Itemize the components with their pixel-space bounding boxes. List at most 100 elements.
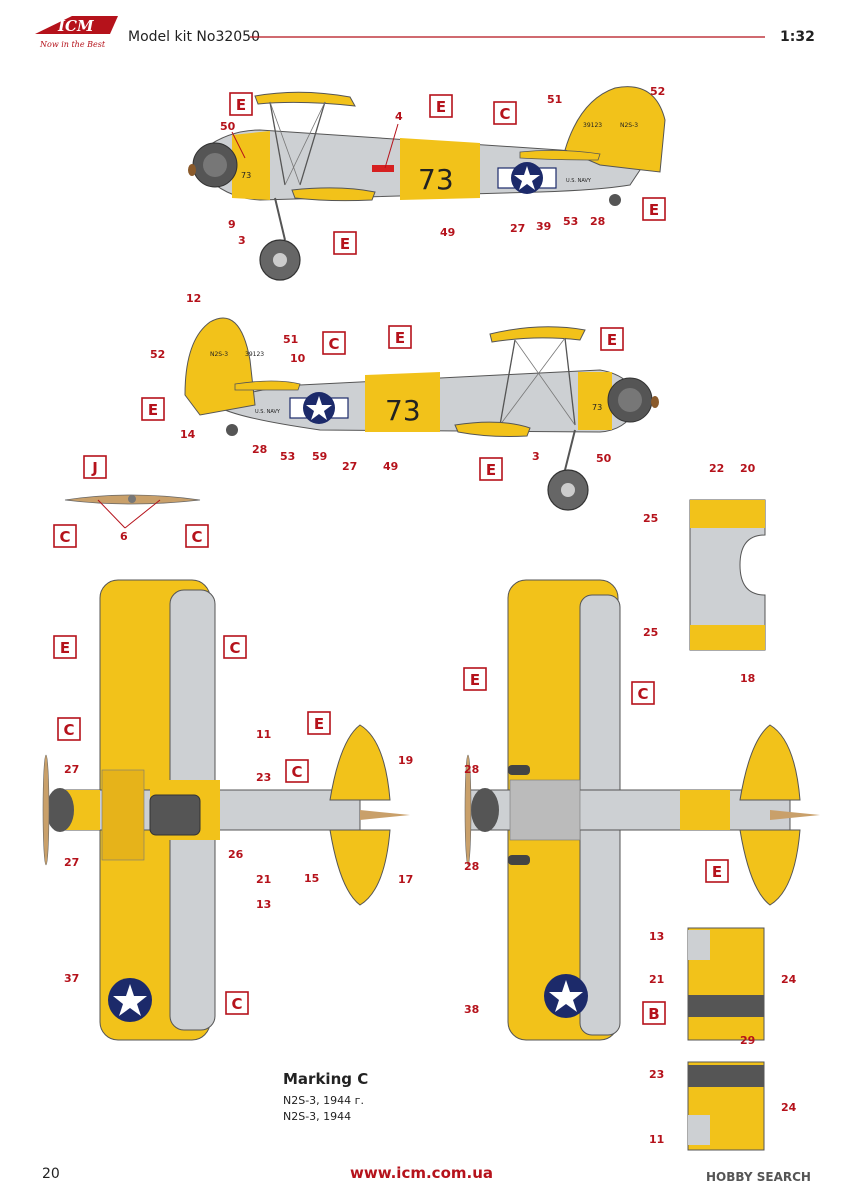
svg-text:24: 24	[781, 973, 797, 986]
svg-text:19: 19	[398, 754, 413, 767]
svg-text:9: 9	[228, 218, 236, 231]
svg-text:50: 50	[596, 452, 612, 465]
svg-text:28: 28	[252, 443, 267, 456]
svg-text:39: 39	[536, 220, 551, 233]
svg-text:C: C	[191, 528, 202, 546]
svg-text:3: 3	[238, 234, 246, 247]
svg-text:49: 49	[383, 460, 398, 473]
brand-logo: ICM Now in the Best	[35, 16, 118, 49]
callout-box-c: C	[225, 991, 249, 1015]
callout-box-e: E	[53, 635, 77, 659]
svg-text:49: 49	[440, 226, 455, 239]
svg-text:39123: 39123	[245, 351, 264, 358]
svg-text:13: 13	[256, 898, 271, 911]
svg-text:39123: 39123	[583, 122, 602, 129]
callout-box-c: C	[493, 101, 517, 125]
svg-text:23: 23	[256, 771, 271, 784]
svg-text:C: C	[63, 721, 74, 739]
svg-text:27: 27	[64, 763, 79, 776]
marking-line-ru: N2S-3, 1944 г.	[283, 1094, 364, 1107]
callout-box-j: J	[83, 455, 107, 479]
svg-text:73: 73	[592, 403, 602, 412]
callout-box-c: C	[631, 681, 655, 705]
callout-box-e: E	[229, 92, 253, 116]
propeller-view	[64, 494, 201, 505]
callout-box-c: C	[223, 635, 247, 659]
watermark: HOBBY SEARCH	[706, 1170, 811, 1184]
svg-text:28: 28	[464, 763, 479, 776]
svg-text:E: E	[470, 671, 480, 689]
svg-text:10: 10	[290, 352, 306, 365]
svg-text:18: 18	[740, 672, 755, 685]
svg-text:38: 38	[464, 1003, 479, 1016]
insignia-side-1	[497, 162, 557, 194]
svg-text:N2S-3: N2S-3	[210, 351, 228, 358]
svg-text:4: 4	[395, 110, 403, 123]
svg-text:13: 13	[649, 930, 664, 943]
top-view	[42, 579, 410, 1041]
scale-label: 1:32	[780, 29, 815, 45]
svg-text:11: 11	[649, 1133, 664, 1146]
svg-text:25: 25	[643, 512, 658, 525]
svg-text:73: 73	[385, 394, 421, 427]
callout-box-e: E	[642, 197, 666, 221]
detail-panel-fuselage	[689, 499, 766, 651]
svg-text:53: 53	[563, 215, 578, 228]
side-view-right: 73 73 N2S-3 39123 U.S. NAVY	[184, 317, 659, 511]
brand-name: ICM	[57, 17, 94, 35]
svg-text:28: 28	[464, 860, 479, 873]
callout-box-e: E	[307, 711, 331, 735]
svg-text:C: C	[328, 335, 339, 353]
svg-text:C: C	[231, 995, 242, 1013]
callout-box-c: C	[57, 717, 81, 741]
callout-box-c: C	[53, 524, 77, 548]
marking-line-en: N2S-3, 1944	[283, 1110, 352, 1123]
svg-text:53: 53	[280, 450, 295, 463]
svg-text:U.S. NAVY: U.S. NAVY	[566, 178, 592, 184]
svg-text:51: 51	[547, 93, 562, 106]
page-number: 20	[42, 1166, 60, 1182]
svg-text:C: C	[59, 528, 70, 546]
svg-text:29: 29	[740, 1034, 755, 1047]
svg-text:25: 25	[643, 626, 658, 639]
callout-box-c: C	[322, 331, 346, 355]
svg-text:50: 50	[220, 120, 236, 133]
kit-number: Model kit No32050	[128, 29, 260, 45]
svg-text:E: E	[712, 863, 722, 881]
brand-tagline: Now in the Best	[39, 40, 106, 49]
callout-box-e: E	[333, 231, 357, 255]
svg-text:24: 24	[781, 1101, 797, 1114]
svg-text:E: E	[607, 331, 617, 349]
svg-text:6: 6	[120, 530, 128, 543]
svg-text:27: 27	[342, 460, 357, 473]
svg-text:20: 20	[740, 462, 756, 475]
marking-title: Marking C	[283, 1070, 369, 1088]
svg-text:E: E	[436, 98, 446, 116]
detail-panel-wing-1	[687, 927, 765, 1041]
callout-box-e: E	[141, 397, 165, 421]
callout-box-e: E	[429, 94, 453, 118]
bottom-view	[464, 579, 820, 1041]
svg-text:12: 12	[186, 292, 201, 305]
svg-text:22: 22	[709, 462, 724, 475]
svg-text:C: C	[499, 105, 510, 123]
svg-text:C: C	[291, 763, 302, 781]
svg-text:26: 26	[228, 848, 244, 861]
svg-text:11: 11	[256, 728, 271, 741]
svg-text:E: E	[148, 401, 158, 419]
svg-text:23: 23	[649, 1068, 664, 1081]
svg-text:27: 27	[64, 856, 79, 869]
callout-box-c: C	[185, 524, 209, 548]
callout-box-e: E	[479, 457, 503, 481]
svg-text:52: 52	[150, 348, 165, 361]
svg-text:28: 28	[590, 215, 605, 228]
svg-text:J: J	[91, 459, 98, 477]
svg-text:E: E	[649, 201, 659, 219]
svg-text:52: 52	[650, 85, 665, 98]
svg-text:C: C	[637, 685, 648, 703]
svg-text:E: E	[395, 329, 405, 347]
svg-text:C: C	[229, 639, 240, 657]
svg-text:21: 21	[256, 873, 271, 886]
svg-text:E: E	[60, 639, 70, 657]
